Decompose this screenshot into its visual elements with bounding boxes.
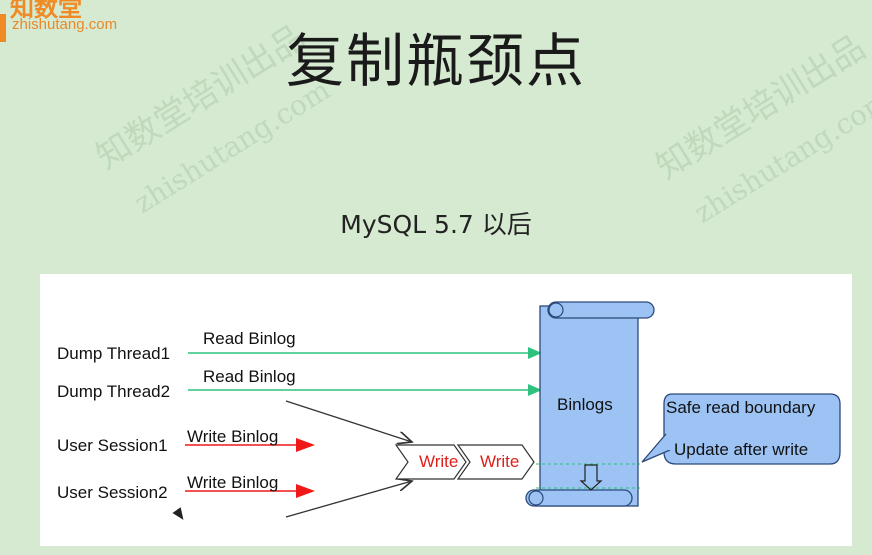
write-chevron-2-label: Write <box>480 452 520 471</box>
read-arrow-2 <box>188 384 542 396</box>
converge-line-bottom <box>285 481 412 518</box>
page-subtitle: MySQL 5.7 以后 <box>340 210 532 239</box>
callout-line-2: Update after write <box>674 440 809 459</box>
callout-bubble <box>641 393 841 465</box>
dump-thread-1-label: Dump Thread1 <box>57 344 171 363</box>
binlogs-label: Binlogs <box>557 395 613 414</box>
read-binlog-1-label: Read Binlog <box>203 329 296 348</box>
logo-bar <box>0 14 6 42</box>
write-arrow-2 <box>185 484 315 498</box>
read-arrow-1 <box>188 347 542 359</box>
callout-line-1: Safe read boundary <box>666 398 816 417</box>
converge-line-top <box>285 400 412 442</box>
read-binlog-2-label: Read Binlog <box>203 367 296 386</box>
write-arrow-1 <box>185 438 315 452</box>
user-session-2-label: User Session2 <box>57 483 168 502</box>
binlog-scroll <box>525 301 655 507</box>
page-title: 复制瓶颈点 <box>285 27 586 95</box>
write-chevron-1 <box>394 444 467 480</box>
down-arrow-icon <box>579 464 603 491</box>
diagram-panel: Dump Thread1 Dump Thread2 User Session1 … <box>40 274 852 546</box>
user-session-1-label: User Session1 <box>57 436 168 455</box>
dump-thread-2-label: Dump Thread2 <box>57 382 171 401</box>
write-binlog-2-label: Write Binlog <box>187 473 279 492</box>
write-chevron-2 <box>456 444 535 480</box>
logo-text: 知数堂 <box>10 0 82 22</box>
logo-url: zhishutang.com <box>12 16 118 33</box>
diagram-canvas <box>185 301 841 518</box>
write-chevron-1-label: Write <box>419 452 459 471</box>
write-binlog-1-label: Write Binlog <box>187 427 279 446</box>
